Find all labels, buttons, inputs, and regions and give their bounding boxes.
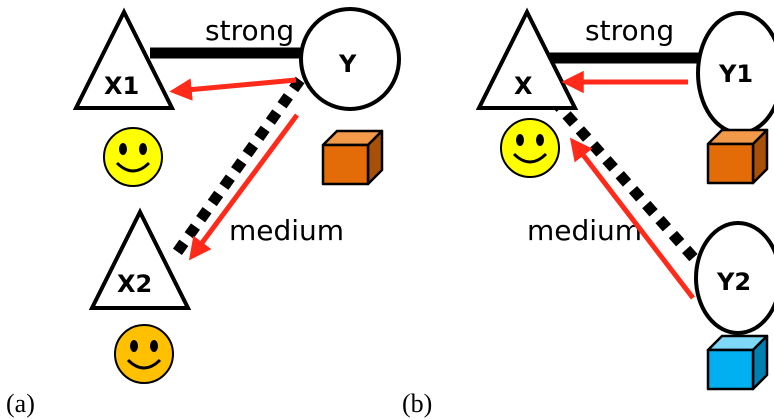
strong-edge-label: strong [585, 14, 674, 47]
x2-smiley-icon [113, 323, 175, 385]
panel-b-caption: (b) [402, 389, 432, 418]
node-x-triangle [475, 7, 579, 110]
x-smiley-icon [499, 117, 561, 179]
node-x2-triangle [88, 207, 192, 310]
node-x1-label: X1 [104, 72, 139, 100]
arrow-y2-to-x [569, 137, 695, 300]
node-y1-label: Y1 [718, 60, 753, 88]
strong-edge-label: strong [205, 14, 294, 47]
node-y-circle [299, 7, 401, 111]
arrow-y-to-x2 [188, 113, 300, 261]
panel-a: strong medium X1 Y X2 (a) [6, 7, 401, 418]
node-x2-label: X2 [117, 270, 152, 298]
arrow-y-to-x1 [169, 77, 297, 101]
medium-edge [535, 81, 705, 269]
medium-edge [168, 76, 305, 262]
x1-smiley-icon [102, 126, 164, 188]
node-x-label: X [514, 72, 533, 100]
node-y2-circle [694, 221, 774, 335]
node-y-label: Y [338, 50, 357, 78]
panel-a-caption: (a) [6, 389, 35, 418]
y2-cube-icon [706, 334, 769, 391]
node-x1-triangle [72, 7, 176, 110]
medium-edge-label: medium [229, 214, 344, 247]
y-cube-icon [321, 129, 384, 186]
node-y2-label: Y2 [716, 268, 751, 296]
y1-cube-icon [706, 128, 769, 185]
medium-edge-label: medium [527, 214, 642, 247]
panel-b: strong medium X Y1 Y2 (b) [402, 7, 774, 418]
